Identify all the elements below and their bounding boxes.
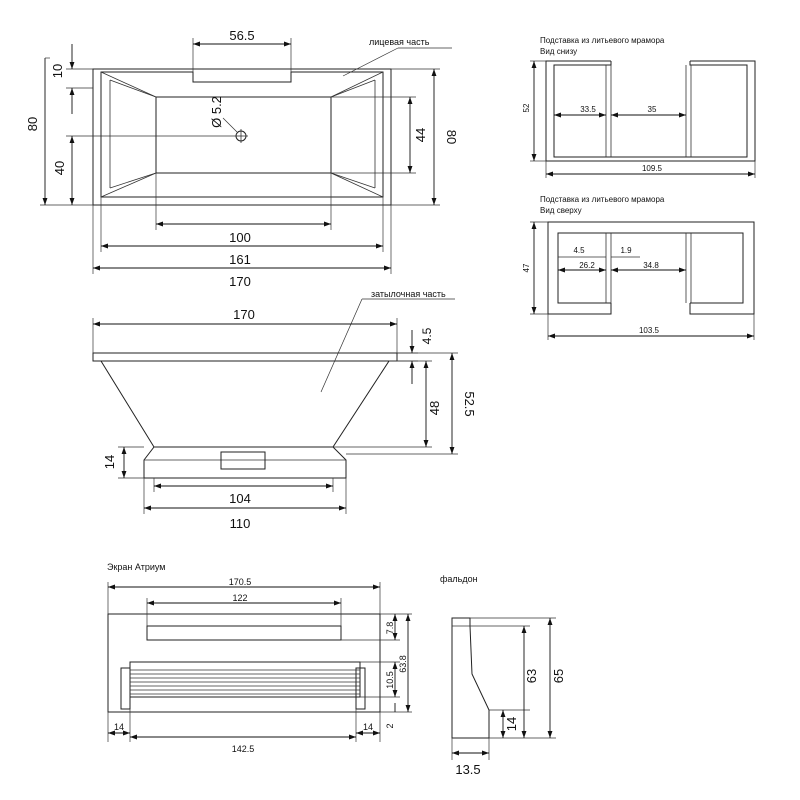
face-side-label: лицевая часть bbox=[369, 37, 430, 47]
basin-corner-line bbox=[330, 71, 384, 98]
face-side-leader bbox=[342, 47, 399, 77]
dim-44: 44 bbox=[413, 128, 428, 142]
basin-slope-line bbox=[109, 79, 157, 98]
bathtub-top-view: лицевая часть 56.5 10 80 40 Ø 5.2 44 80 bbox=[25, 28, 459, 289]
dim-34-8: 34.8 bbox=[643, 261, 659, 270]
dim-40: 40 bbox=[52, 161, 67, 175]
dim-10: 10 bbox=[50, 64, 65, 78]
stand-bottom-subtitle: Вид снизу bbox=[540, 47, 577, 56]
dim-35: 35 bbox=[648, 105, 657, 114]
dim-104: 104 bbox=[229, 491, 251, 506]
stand-notch bbox=[220, 451, 266, 470]
dim-10-5: 10.5 bbox=[385, 671, 395, 689]
basin-slope-line bbox=[330, 79, 376, 98]
dim-14-faldon: 14 bbox=[504, 717, 519, 731]
dim-142-5: 142.5 bbox=[232, 744, 255, 754]
basin-corner-line bbox=[330, 172, 384, 198]
stand-bottom-title: Подставка из литьевого мрамора bbox=[540, 36, 665, 45]
faldon-profile: фальдон 65 63 14 13.5 bbox=[440, 574, 566, 777]
dim-2: 2 bbox=[385, 723, 395, 728]
dim-161: 161 bbox=[229, 252, 251, 267]
stand-top-inner bbox=[557, 232, 744, 304]
dim-170: 170 bbox=[229, 274, 251, 289]
stand-top-view: Подставка из литьевого мрамора Вид сверх… bbox=[522, 195, 755, 340]
dim-56-5: 56.5 bbox=[229, 28, 254, 43]
stand-top-outer bbox=[547, 221, 755, 315]
back-side-leader bbox=[320, 298, 363, 393]
dim-122: 122 bbox=[232, 593, 247, 603]
back-side-label: затылочная часть bbox=[371, 289, 446, 299]
screen-title: Экран Атриум bbox=[107, 562, 165, 572]
dim-4-5: 4.5 bbox=[573, 246, 585, 255]
screen-foot-right bbox=[355, 667, 366, 710]
tub-body-profile bbox=[100, 360, 390, 448]
dim-80-left: 80 bbox=[25, 117, 40, 131]
dim-110: 110 bbox=[230, 516, 251, 531]
dim-109-5: 109.5 bbox=[642, 164, 663, 173]
dim-52-5: 52.5 bbox=[462, 391, 477, 416]
basin-slope-line bbox=[109, 172, 157, 189]
stand-bottom-outer bbox=[545, 60, 756, 162]
dim-26-2: 26.2 bbox=[579, 261, 595, 270]
dim-33-5: 33.5 bbox=[580, 105, 596, 114]
dim-14-side: 14 bbox=[102, 455, 117, 469]
dim-63: 63 bbox=[524, 669, 539, 683]
dim-4-5-side: 4.5 bbox=[420, 327, 434, 344]
drain-leader bbox=[222, 117, 238, 133]
screen-foot-left bbox=[120, 667, 131, 710]
basin-slope-line bbox=[330, 172, 376, 189]
stand-bottom-inner bbox=[553, 61, 748, 158]
dim-14-right: 14 bbox=[363, 722, 373, 732]
dim-63-8: 63.8 bbox=[398, 655, 408, 673]
dim-103-5: 103.5 bbox=[639, 326, 660, 335]
dim-170-side: 170 bbox=[233, 307, 255, 322]
dim-14-left: 14 bbox=[114, 722, 124, 732]
dim-52: 52 bbox=[522, 103, 531, 112]
faldon-title: фальдон bbox=[440, 574, 478, 584]
dim-100: 100 bbox=[229, 230, 251, 245]
basin-corner-line bbox=[100, 71, 157, 98]
tub-rim-outline bbox=[92, 68, 392, 206]
screen-outline bbox=[107, 613, 381, 713]
faldon-outline bbox=[451, 617, 490, 739]
stand-bottom-view: Подставка из литьевого мрамора Вид снизу… bbox=[522, 36, 756, 178]
screen-vent bbox=[129, 661, 361, 698]
screen-slot bbox=[146, 625, 342, 641]
dim-80-right: 80 bbox=[444, 130, 459, 144]
tub-rim-profile bbox=[92, 352, 398, 362]
bathtub-side-view: затылочная часть 170 4.5 48 52.5 14 104 bbox=[92, 289, 477, 531]
dim-170-5: 170.5 bbox=[229, 577, 252, 587]
screen-atrium: Экран Атриум 170.5 122 7.8 10.5 bbox=[107, 562, 412, 754]
basin-corner-line bbox=[100, 172, 157, 198]
tub-bottom-outline bbox=[155, 96, 332, 174]
dim-7-8: 7.8 bbox=[385, 622, 395, 635]
dim-1-9: 1.9 bbox=[620, 246, 632, 255]
dim-47: 47 bbox=[522, 263, 531, 272]
stand-top-title: Подставка из литьевого мрамора bbox=[540, 195, 665, 204]
dim-48: 48 bbox=[427, 401, 442, 415]
dim-65: 65 bbox=[551, 669, 566, 683]
stand-top-subtitle: Вид сверху bbox=[540, 206, 582, 215]
dim-diameter: Ø 5.2 bbox=[209, 96, 224, 128]
dim-13-5: 13.5 bbox=[455, 762, 480, 777]
